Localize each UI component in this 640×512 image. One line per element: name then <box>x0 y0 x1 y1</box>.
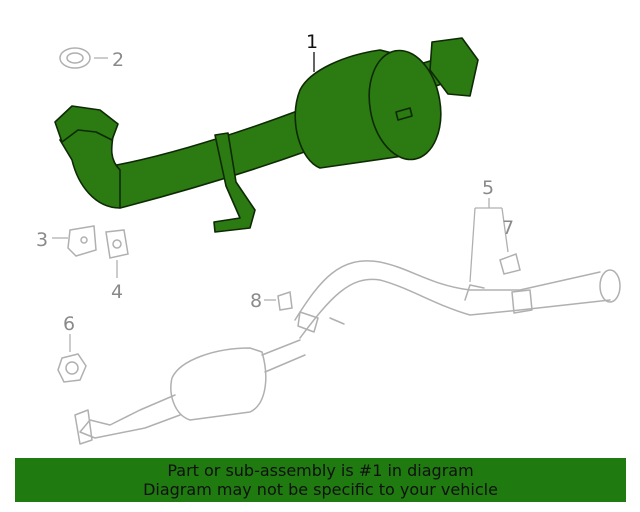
ghost-parts <box>57 47 521 383</box>
callout-4[interactable]: 4 <box>111 281 123 303</box>
part-7-isolator[interactable] <box>499 253 521 275</box>
callout-3[interactable]: 3 <box>36 229 48 251</box>
tailpipe-tip <box>599 269 621 303</box>
part-1-assembly[interactable] <box>54 37 479 233</box>
leader-5 <box>469 198 509 283</box>
callout-8[interactable]: 8 <box>250 290 262 312</box>
catalytic-converter <box>170 347 267 421</box>
parts-diagram: 1 2 3 4 5 7 6 8 <box>36 31 621 445</box>
exhaust-pipe-lower <box>299 278 611 339</box>
front-pipe <box>79 394 181 439</box>
part-1-bracket <box>213 132 256 233</box>
part-4-isolator[interactable] <box>105 229 129 259</box>
part-6-gasket[interactable] <box>57 353 87 383</box>
part-6-gasket-hole <box>65 361 79 375</box>
tailpipe-clamp <box>511 289 533 314</box>
callout-6[interactable]: 6 <box>63 313 75 335</box>
part-8-hanger[interactable] <box>277 290 293 311</box>
callout-1[interactable]: 1 <box>306 31 318 53</box>
full-exhaust-system <box>74 260 621 445</box>
converter-pipe <box>261 339 306 373</box>
callout-2[interactable]: 2 <box>112 49 124 71</box>
part-3-bracket[interactable] <box>67 225 97 257</box>
part-1-canister-endcap <box>368 49 442 161</box>
callout-7[interactable]: 7 <box>502 217 514 239</box>
part-2-gasket-inner <box>66 52 84 64</box>
part-1-pipe <box>99 109 311 209</box>
rear-hanger <box>297 311 345 333</box>
hanger-rod <box>464 284 485 301</box>
part-1-inlet-flange <box>54 105 119 143</box>
callout-5[interactable]: 5 <box>482 177 494 199</box>
part-1-sensor-boss <box>395 107 413 121</box>
exhaust-pipe <box>294 260 601 321</box>
part-2-gasket[interactable] <box>59 47 91 69</box>
banner-line-1: Part or sub-assembly is #1 in diagram <box>167 461 474 480</box>
info-banner: Part or sub-assembly is #1 in diagram Di… <box>15 458 626 502</box>
callout-leaders <box>52 52 509 352</box>
part-4-hole <box>112 239 122 249</box>
part-3-bolt-hole <box>80 236 88 244</box>
banner-line-2: Diagram may not be specific to your vehi… <box>143 480 498 499</box>
front-flange <box>74 409 93 445</box>
part-1-outlet-flange <box>429 37 479 97</box>
